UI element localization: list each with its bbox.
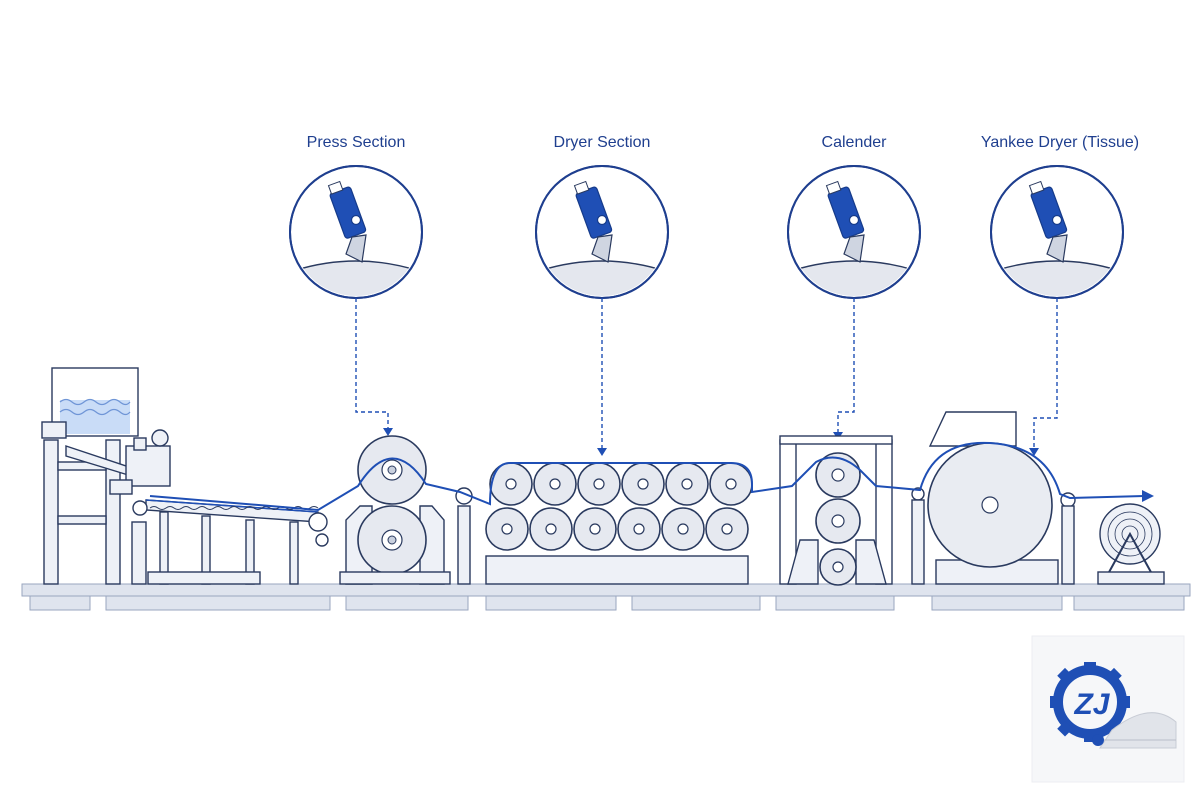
press-section-machine — [339, 435, 473, 585]
label-calender: Calender — [822, 134, 888, 151]
reel-section — [1097, 503, 1165, 585]
detail-press-section — [289, 165, 423, 299]
calender-machine — [779, 435, 893, 586]
logo-text: ZJ — [1073, 688, 1110, 721]
leader-lines — [355, 298, 1058, 456]
detail-dryer-section — [535, 165, 669, 299]
machine-foundation — [21, 583, 1191, 611]
label-press-section: Press Section — [307, 134, 406, 151]
forming-section — [131, 499, 329, 585]
web-direction-arrow-icon — [1142, 490, 1154, 502]
detail-calender — [787, 165, 921, 299]
yankee-dryer-machine — [911, 411, 1076, 585]
paper-web-path — [149, 441, 1154, 512]
label-dryer-section: Dryer Section — [554, 134, 651, 151]
headbox — [41, 367, 171, 585]
gear-icon — [1050, 662, 1130, 742]
dryer-section-machine — [485, 462, 753, 585]
detail-yankee-dryer — [990, 165, 1124, 299]
label-yankee-dryer: Yankee Dryer (Tissue) — [981, 134, 1139, 151]
company-logo: ZJ — [1031, 635, 1185, 783]
